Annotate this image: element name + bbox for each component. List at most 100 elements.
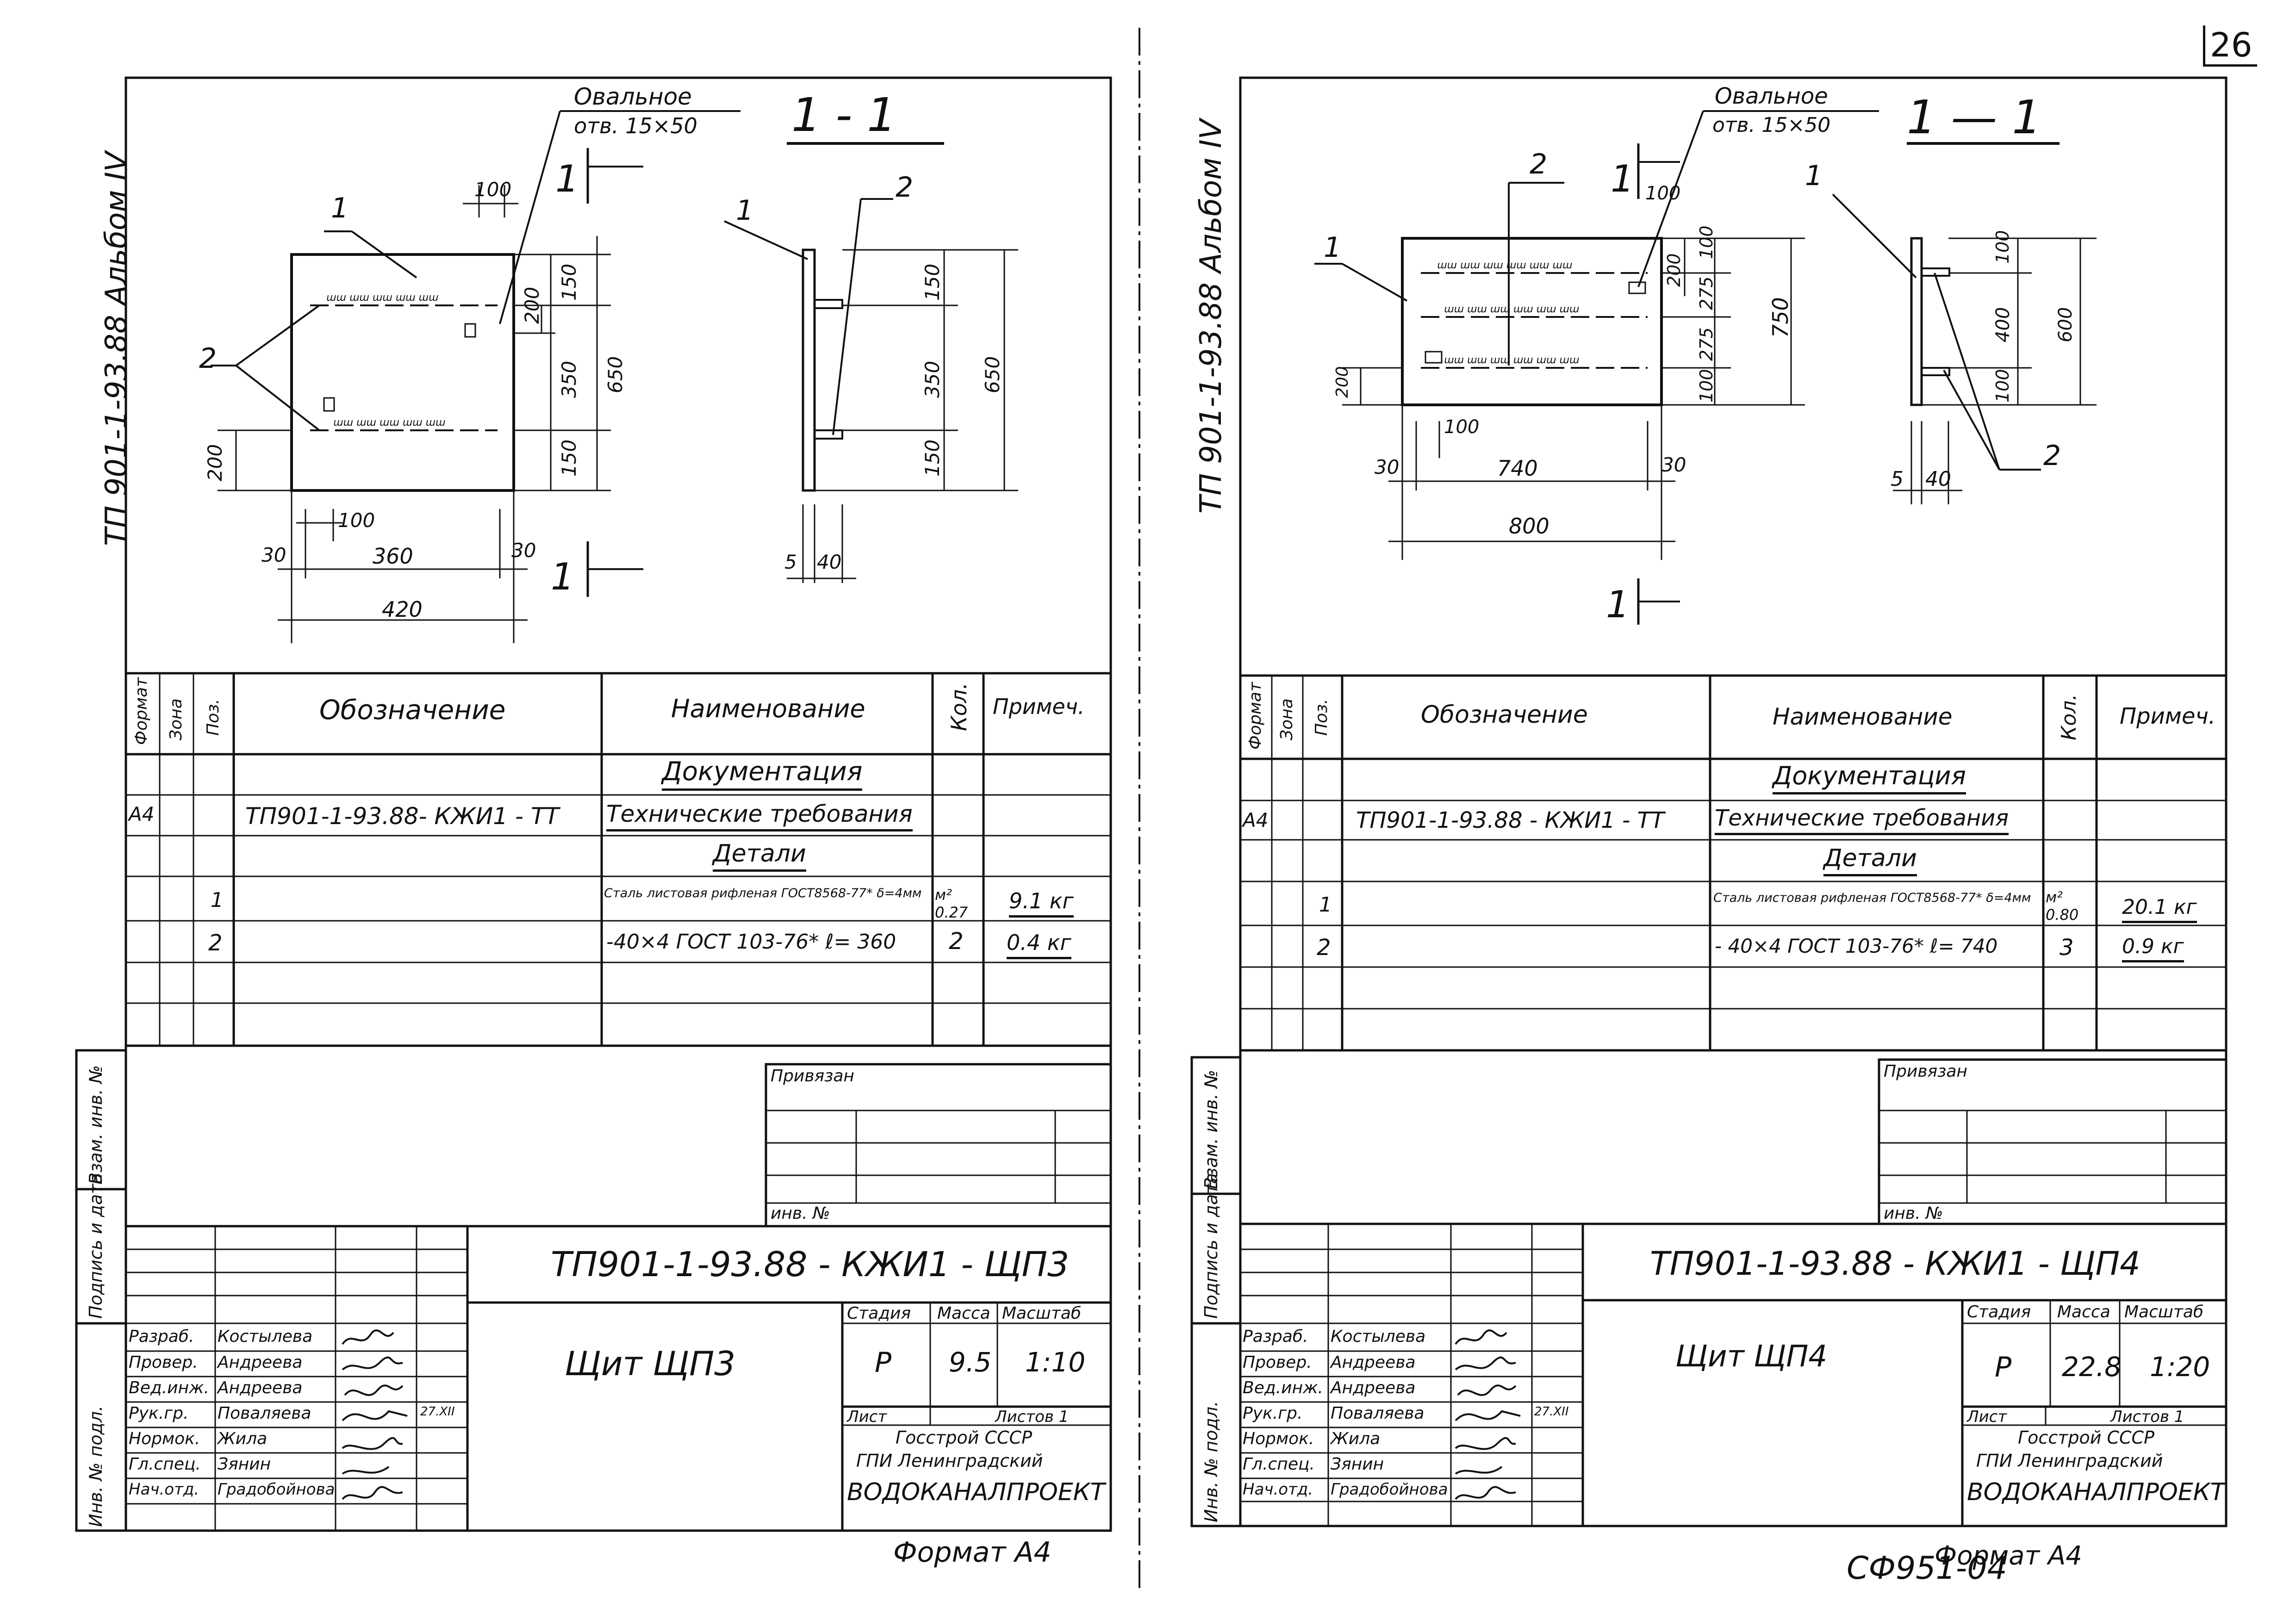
section-label: 1 - 1 — [791, 88, 896, 142]
dim-740: 740 — [1497, 456, 1538, 481]
spec-section-documentation: Документация — [1773, 761, 1966, 794]
dim-100-top: 100 — [1645, 183, 1681, 204]
section-label: 1 — 1 — [1907, 90, 2041, 144]
scale-header: Масштаб — [2124, 1303, 2204, 1321]
sheets-count: Листов 1 — [2110, 1408, 2184, 1426]
section-dim-5: 5 — [784, 551, 797, 573]
spec-header-designation: Обозначение — [1421, 701, 1588, 729]
signer-role: Гл.спец. — [129, 1455, 201, 1474]
spec-row-2-name: Сталь листовая рифленая ГОСТ8568-77* δ=4… — [1713, 891, 2031, 905]
spec-row-3-name: -40×4 ГОСТ 103-76* ℓ= 360 — [606, 930, 896, 954]
right-sheet: ɯɯ ɯɯ ɯɯ ɯɯ ɯɯ ɯɯ ɯɯ ɯɯ ɯɯ ɯɯ ɯɯ ɯɯ ɯɯ ɯ… — [1148, 0, 2296, 1613]
signer-name: Зянин — [1331, 1455, 1384, 1474]
sheets-count: Листов 1 — [995, 1408, 1069, 1426]
signer-name: Жила — [218, 1429, 268, 1448]
spec-row-1-format: А4 — [129, 803, 155, 825]
signer-date: 27.XII — [420, 1405, 455, 1419]
signer-role: Нач.отд. — [1243, 1480, 1313, 1499]
dim-100-bottom: 100 — [338, 509, 375, 532]
dim-30-right: 30 — [511, 539, 536, 562]
svg-text:ɯɯ ɯɯ ɯɯ ɯɯ ɯɯ ɯɯ: ɯɯ ɯɯ ɯɯ ɯɯ ɯɯ ɯɯ — [1444, 354, 1579, 366]
dim-360: 360 — [373, 544, 413, 569]
signer-role: Рук.гр. — [129, 1404, 189, 1423]
section-dim-40: 40 — [1925, 467, 1951, 491]
signer-name: Градобойнова — [218, 1480, 335, 1499]
section-dim-5: 5 — [1891, 467, 1904, 491]
signer-role: Разраб. — [1243, 1327, 1308, 1346]
mass-value: 9.5 — [949, 1346, 992, 1378]
mass-value: 22.8 — [2062, 1351, 2122, 1383]
signer-name: Костылева — [218, 1327, 313, 1346]
spec-row-1-name: Технические требования — [1715, 805, 2009, 835]
section-marker-top: 1 — [1611, 157, 1634, 200]
section-callout-2: 2 — [2043, 440, 2061, 472]
drawing-title: Щит ЩП3 — [565, 1344, 736, 1383]
signer-name: Градобойнова — [1331, 1480, 1448, 1499]
scale-value: 1:20 — [2150, 1351, 2210, 1383]
page-number: 26 — [2203, 25, 2257, 67]
privyazan-label: Привязан — [771, 1067, 854, 1086]
signer-role: Нач.отд. — [129, 1480, 199, 1499]
signer-role: Рук.гр. — [1243, 1404, 1303, 1423]
signer-name: Андреева — [1331, 1378, 1416, 1397]
sheet-label: Лист — [1967, 1408, 2007, 1426]
signer-name: Андреева — [218, 1353, 303, 1372]
spec-row-3-pos: 2 — [208, 930, 223, 956]
drawing-title: Щит ЩП4 — [1675, 1340, 1828, 1374]
spec-header-designation: Обозначение — [319, 694, 506, 726]
spec-row-3-qty: 2 — [949, 928, 964, 955]
stage-value: Р — [1995, 1351, 2012, 1383]
inv-no-label: инв. № — [771, 1204, 830, 1223]
signatures — [342, 1329, 408, 1500]
spec-row-1-designation: ТП901-1-93.88 - КЖИ1 - ТТ — [1356, 807, 1665, 833]
spec-row-2-qty: м² 0.27 — [935, 886, 968, 921]
spec-row-3-pos: 2 — [1317, 935, 1331, 961]
spec-row-3-note: 0.9 кг — [2122, 935, 2184, 962]
signer-name: Андреева — [218, 1378, 303, 1397]
spec-row-2-name: Сталь листовая рифленая ГОСТ8568-77* δ=4… — [604, 886, 922, 900]
dim-800: 800 — [1509, 514, 1549, 539]
section-dim-40: 40 — [817, 551, 842, 573]
signer-role: Гл.спец. — [1243, 1455, 1315, 1474]
signer-name: Поваляева — [218, 1404, 311, 1423]
inv-no-label: инв. № — [1884, 1204, 1943, 1223]
signer-role: Вед.инж. — [129, 1378, 209, 1397]
mass-header: Масса — [937, 1304, 990, 1323]
org-line-3: ВОДОКАНАЛПРОЕКТ — [1967, 1478, 2225, 1506]
signer-name: Зянин — [218, 1455, 271, 1474]
scale-header: Масштаб — [1002, 1304, 1082, 1323]
hole-size: отв. 15×50 — [1712, 113, 1831, 137]
section-marker-bottom: 1 — [1606, 583, 1630, 626]
spec-row-2-pos: 1 — [1319, 893, 1332, 917]
stage-header: Стадия — [847, 1304, 911, 1323]
dim-100-top: 100 — [474, 178, 512, 201]
spec-row-2-note: 9.1 кг — [1009, 888, 1074, 918]
svg-text:ɯɯ ɯɯ ɯɯ ɯɯ ɯɯ: ɯɯ ɯɯ ɯɯ ɯɯ ɯɯ — [333, 417, 445, 428]
org-line-3: ВОДОКАНАЛПРОЕКТ — [847, 1478, 1105, 1506]
left-sheet: ɯɯ ɯɯ ɯɯ ɯɯ ɯɯ ɯɯ ɯɯ ɯɯ ɯɯ ɯɯ ТП 901-1-9… — [0, 0, 1143, 1613]
spec-header-note: Примеч. — [2120, 703, 2216, 729]
spec-header-name: Наименование — [671, 694, 865, 723]
signer-name: Жила — [1331, 1429, 1381, 1448]
spec-row-3-name: - 40×4 ГОСТ 103-76* ℓ= 740 — [1715, 935, 1998, 957]
spec-header-name: Наименование — [1773, 703, 1953, 730]
format-label: Формат А4 — [893, 1536, 1052, 1569]
mass-header: Масса — [2057, 1303, 2110, 1321]
privyazan-label: Привязан — [1884, 1062, 1967, 1081]
left-sheet-lines: ɯɯ ɯɯ ɯɯ ɯɯ ɯɯ ɯɯ ɯɯ ɯɯ ɯɯ ɯɯ — [75, 76, 1112, 1532]
section-marker-top: 1 — [555, 157, 579, 200]
signer-role: Нормок. — [129, 1429, 200, 1448]
hole-size: отв. 15×50 — [574, 113, 697, 138]
doc-code: ТП901-1-93.88 - КЖИ1 - ЩП3 — [551, 1245, 1070, 1284]
spec-row-1-format: А4 — [1243, 809, 1269, 831]
hole-label: Овальное — [574, 83, 692, 110]
bottom-code: СФ951-04 — [1847, 1550, 2007, 1587]
callout-1: 1 — [331, 192, 349, 224]
signatures — [1455, 1329, 1521, 1500]
signer-role: Разраб. — [129, 1327, 194, 1346]
svg-text:ɯɯ ɯɯ ɯɯ ɯɯ ɯɯ ɯɯ: ɯɯ ɯɯ ɯɯ ɯɯ ɯɯ ɯɯ — [1444, 304, 1579, 315]
hole-label: Овальное — [1715, 83, 1828, 109]
dim-420: 420 — [382, 597, 423, 622]
spec-row-2-pos: 1 — [211, 888, 224, 912]
